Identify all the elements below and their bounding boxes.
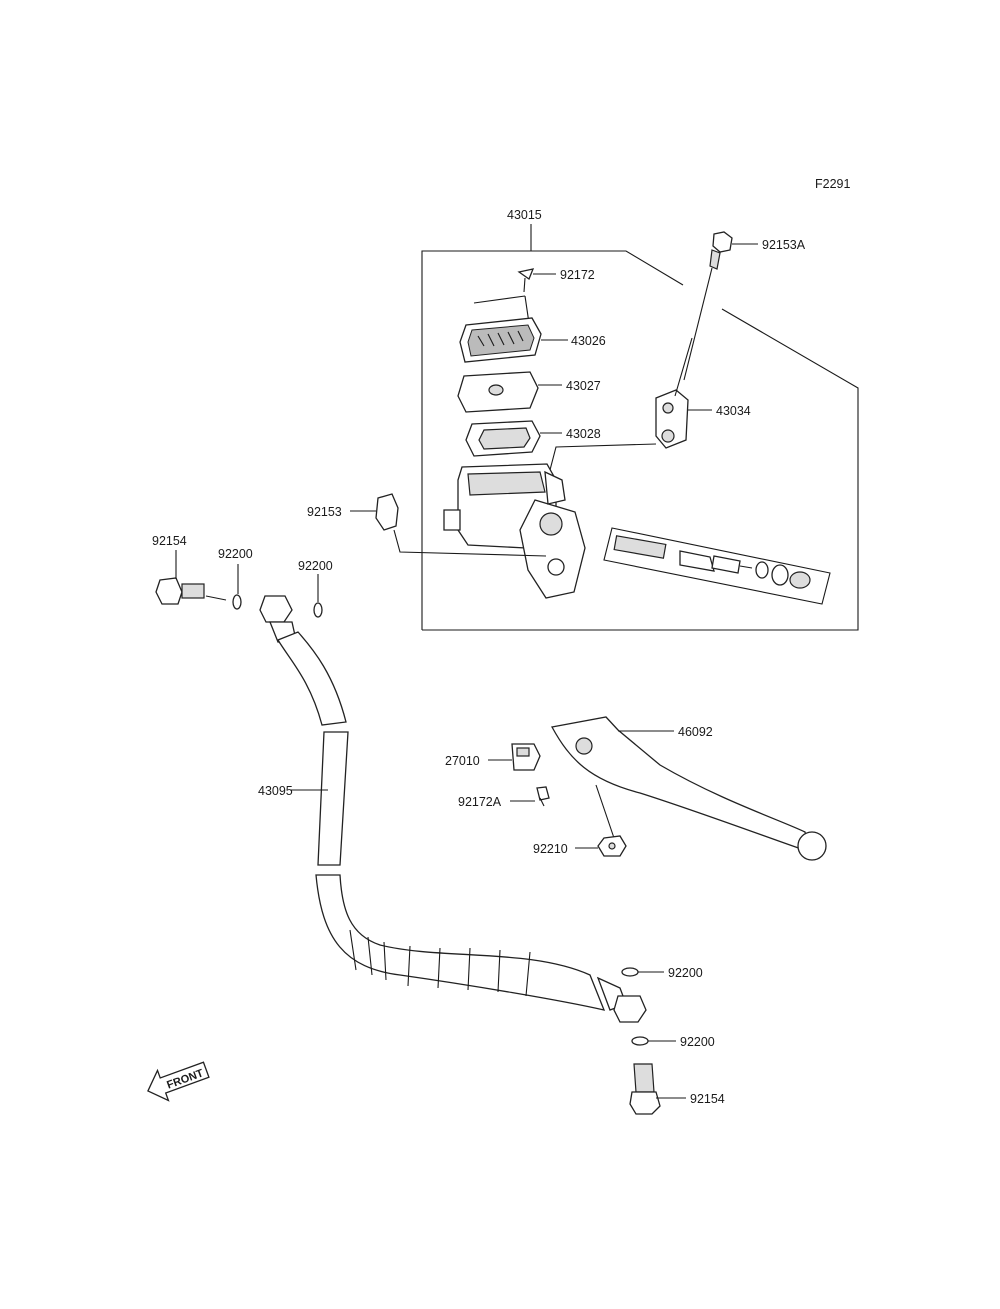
diaphragm-43028 [465, 420, 562, 457]
banjo-bolt-92154-bottom [629, 1063, 686, 1115]
callout-92153A[interactable]: 92153A [762, 238, 806, 252]
reservoir-cap-43026 [459, 317, 568, 363]
washer-92200-b [313, 574, 323, 618]
banjo-bolt-92154-top [155, 550, 227, 605]
front-arrow: FRONT [147, 1061, 210, 1102]
banjo-bolt-92153 [350, 493, 547, 557]
callout-92210[interactable]: 92210 [533, 842, 568, 856]
clutch-hose-43095 [259, 595, 647, 1023]
callout-27010[interactable]: 27010 [445, 754, 480, 768]
plate-43027 [457, 371, 562, 413]
callout-46092[interactable]: 46092 [678, 725, 713, 739]
callout-92153[interactable]: 92153 [307, 505, 342, 519]
callout-92200-c[interactable]: 92200 [668, 966, 703, 980]
callout-43034[interactable]: 43034 [716, 404, 751, 418]
washer-92200-a [232, 564, 242, 610]
screw-92172a [510, 786, 550, 807]
bracket-43034 [549, 337, 712, 471]
master-cylinder-body [443, 463, 586, 599]
switch-27010 [488, 743, 541, 771]
callout-43015[interactable]: 43015 [507, 208, 542, 222]
piston-kit [603, 527, 831, 605]
clutch-lever-46092 [550, 716, 827, 861]
callout-43026[interactable]: 43026 [571, 334, 606, 348]
washer-92200-c [621, 967, 664, 977]
callout-43095[interactable]: 43095 [258, 784, 293, 798]
callout-92200-a[interactable]: 92200 [218, 547, 253, 561]
callout-92172[interactable]: 92172 [560, 268, 595, 282]
callout-43027[interactable]: 43027 [566, 379, 601, 393]
callout-92200-d[interactable]: 92200 [680, 1035, 715, 1049]
washer-92200-d [631, 1036, 676, 1046]
nut-92210 [575, 835, 627, 857]
figure-code: F2291 [815, 177, 850, 191]
banjo-bolt-92153a [683, 231, 758, 381]
callout-92154-bottom[interactable]: 92154 [690, 1092, 725, 1106]
master-cylinder-box [421, 224, 859, 631]
callout-43028[interactable]: 43028 [566, 427, 601, 441]
callout-92154-top[interactable]: 92154 [152, 534, 187, 548]
callout-92200-b[interactable]: 92200 [298, 559, 333, 573]
callout-92172A[interactable]: 92172A [458, 795, 502, 809]
